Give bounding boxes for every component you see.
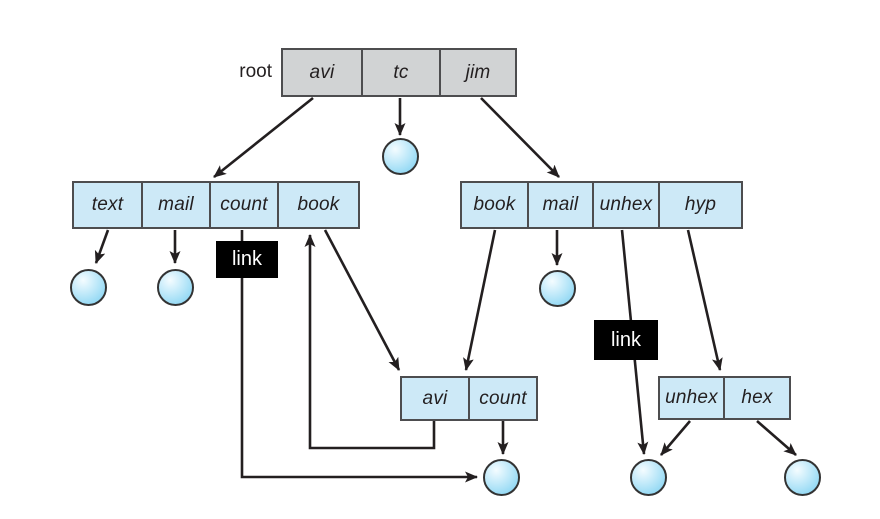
- root-directory-label: root: [239, 61, 272, 82]
- dir-entry-hyp: hyp: [658, 183, 741, 227]
- file-icon: [483, 459, 520, 496]
- file-icon: [539, 270, 576, 307]
- avi-directory-table: text mail count book: [72, 181, 360, 229]
- dir-entry-book: book: [277, 183, 358, 227]
- edge-jim-book-to-shared-dir: [463, 229, 497, 371]
- edge-unhex-to-file: [660, 420, 691, 456]
- dir-entry-root-tc: tc: [361, 50, 439, 95]
- dir-entry-count: count: [209, 183, 277, 227]
- dir-entry-text: text: [91, 194, 124, 215]
- link-badge: link: [594, 320, 658, 360]
- dir-entry-unhex: unhex: [592, 183, 658, 227]
- unhex-directory-table: unhex hex: [658, 376, 791, 420]
- dir-entry-shared-avi: avi: [422, 387, 448, 409]
- file-icon: [630, 459, 667, 496]
- edge-book-to-shared-dir: [323, 229, 401, 371]
- root-directory-table: avi tc jim: [281, 48, 517, 97]
- edge-text-to-file: [94, 229, 110, 264]
- file-icon: [382, 138, 419, 175]
- file-icon: [157, 269, 194, 306]
- edge-root-avi-to-avi-dir: [213, 96, 314, 179]
- dir-entry-book2: book: [473, 194, 516, 215]
- dir-entry-hex: hex: [723, 378, 789, 418]
- dir-entry-mail2: mail: [527, 183, 592, 227]
- edge-count-link-to-shared-file: [240, 230, 478, 483]
- file-icon: [70, 269, 107, 306]
- link-badge: link: [216, 241, 278, 278]
- dir-entry-root-avi: avi: [309, 61, 335, 83]
- edge-shared-avi-to-book: [304, 234, 436, 450]
- shared-directory-table: avi count: [400, 376, 538, 421]
- jim-directory-table: book mail unhex hyp: [460, 181, 743, 229]
- dir-entry-mail: mail: [141, 183, 209, 227]
- edge-hex-to-file: [756, 420, 797, 456]
- dir-entry-shared-count: count: [468, 378, 536, 419]
- edge-root-jim-to-jim-dir: [480, 97, 560, 178]
- file-icon: [784, 459, 821, 496]
- edge-hyp-to-unhex-dir: [686, 229, 723, 371]
- dir-entry-root-jim: jim: [439, 50, 515, 95]
- dir-entry-unhex2: unhex: [665, 387, 718, 408]
